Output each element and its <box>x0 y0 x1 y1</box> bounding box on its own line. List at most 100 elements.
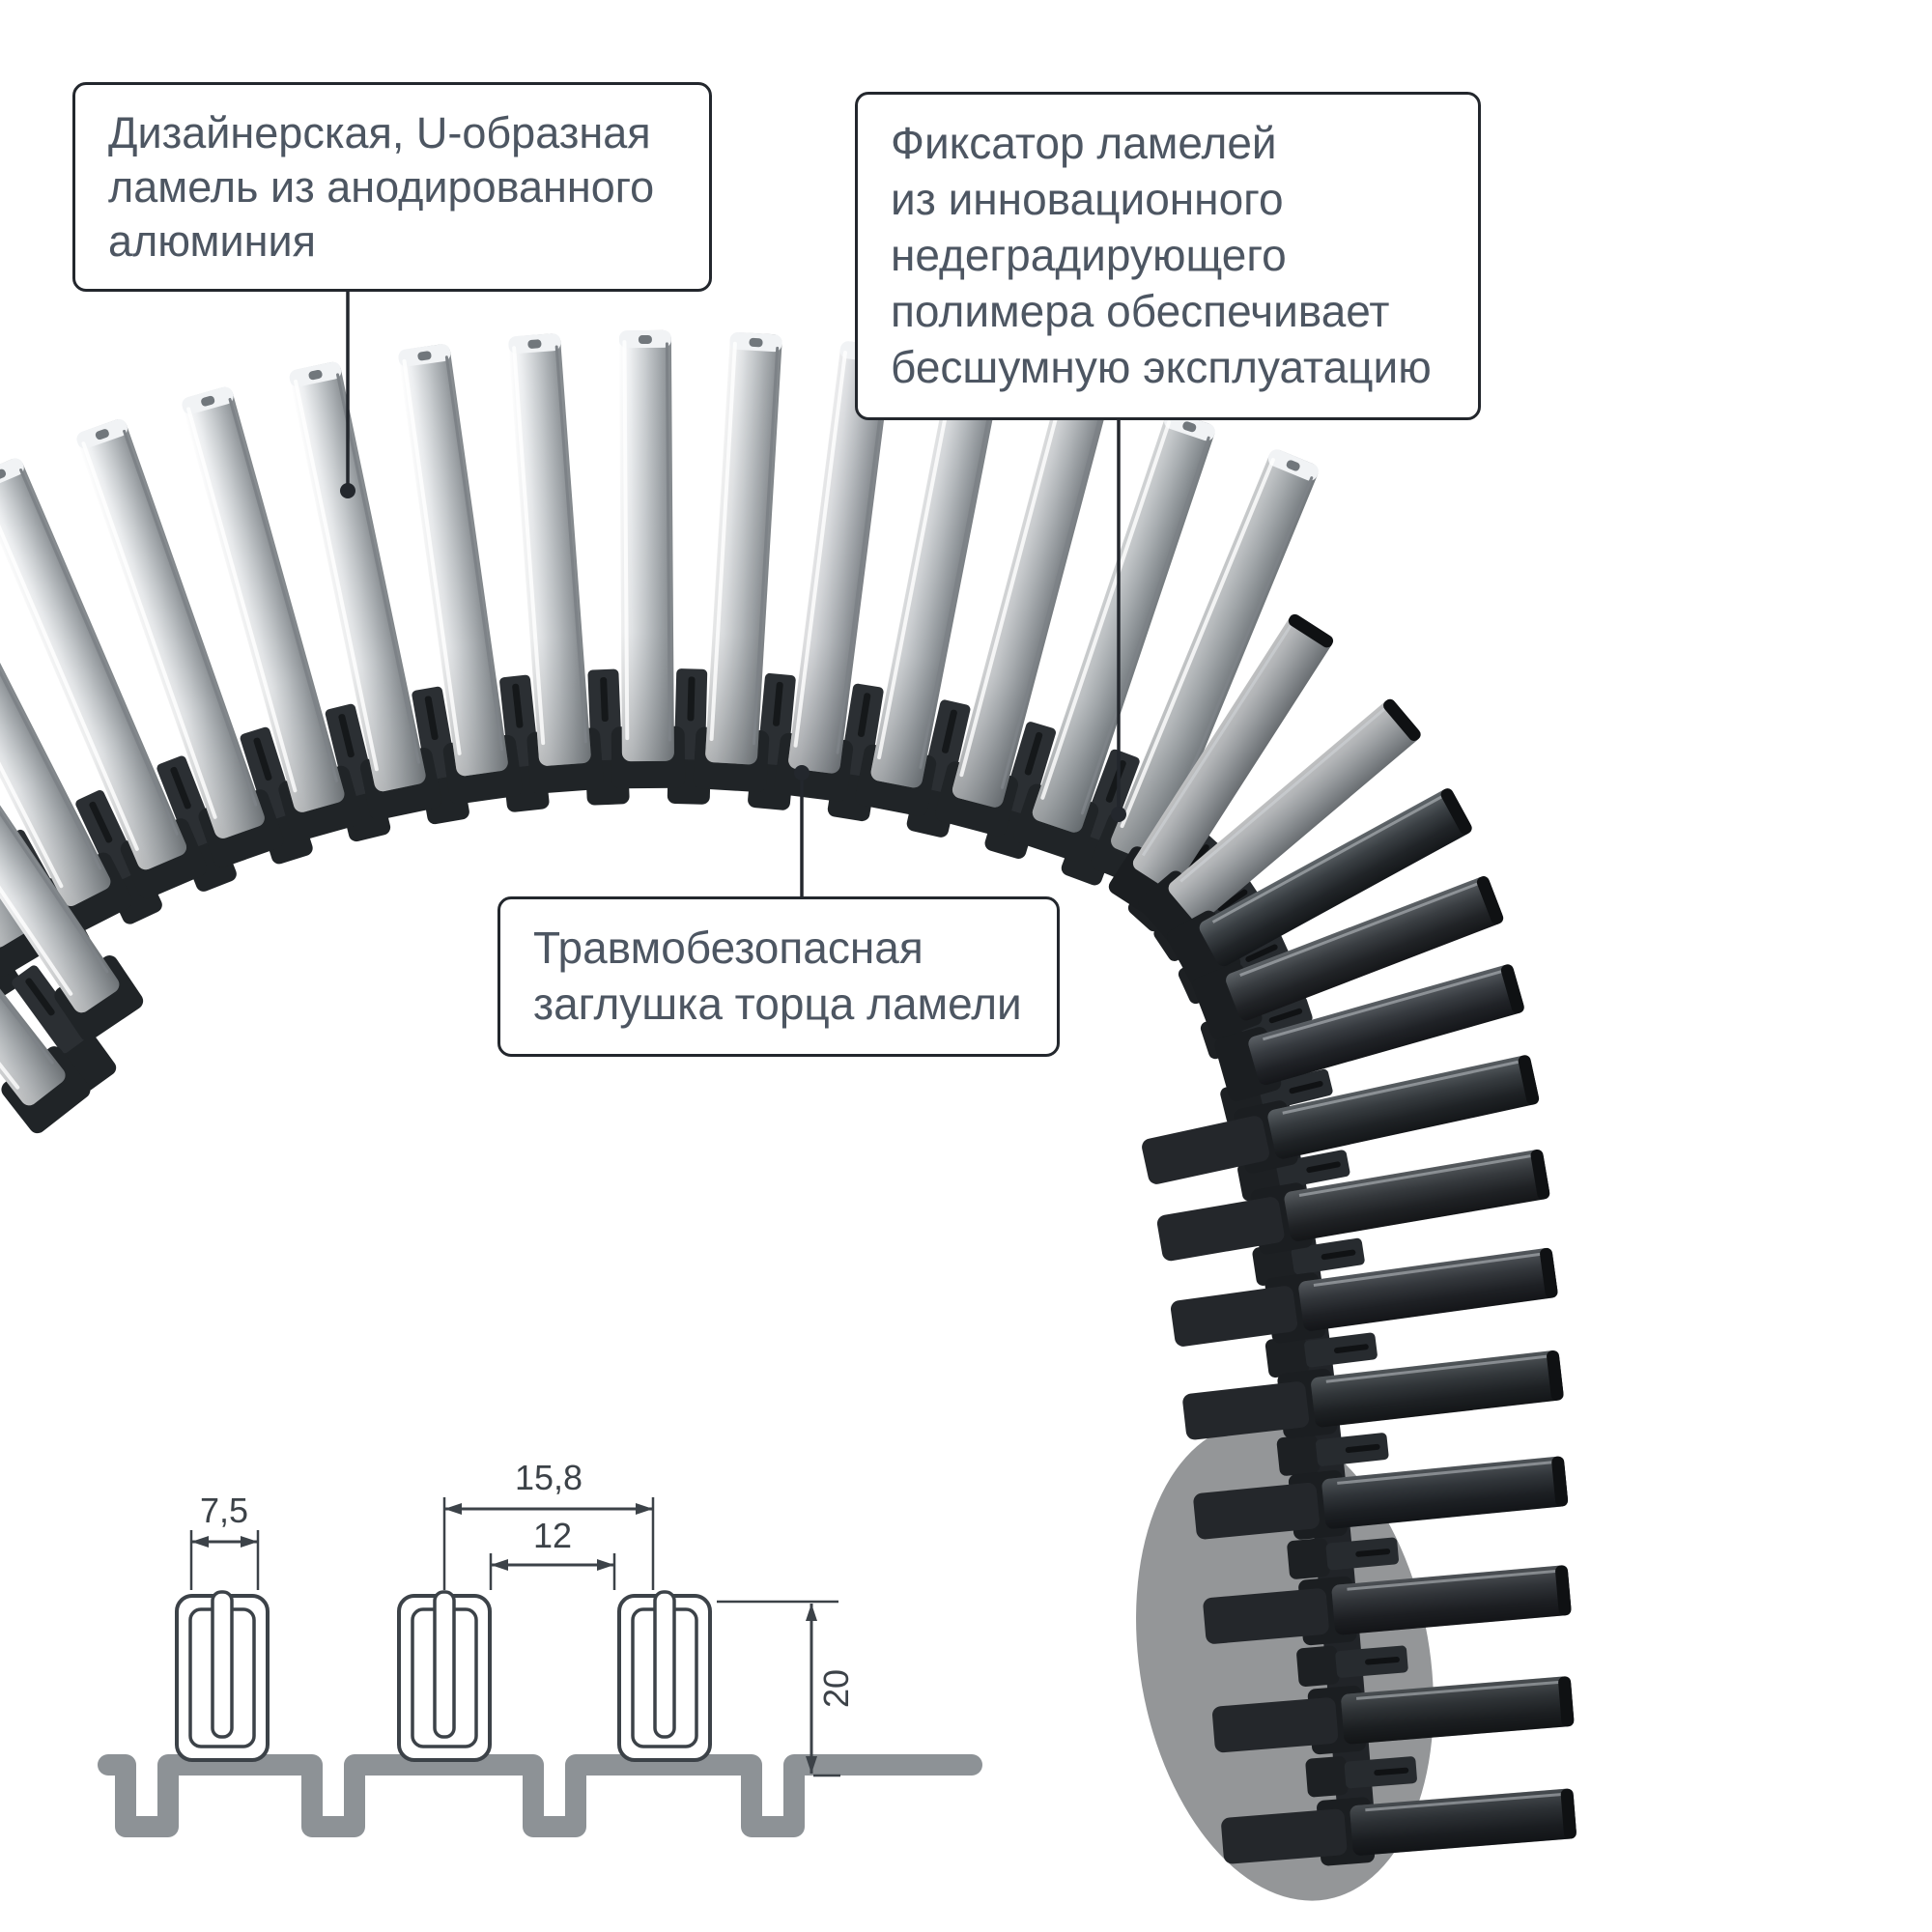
shape <box>294 379 379 772</box>
shape <box>1239 881 1481 977</box>
lamella-fixator <box>1252 1237 1365 1286</box>
shape <box>600 677 609 723</box>
shape <box>25 978 55 1016</box>
shape <box>19 469 179 836</box>
callout-lamella: Дизайнерская, U-образная ламель из аноди… <box>72 82 712 293</box>
lamella <box>0 458 208 899</box>
shape <box>1500 964 1524 1014</box>
lamella-back <box>1203 1565 1572 1646</box>
profile-slot <box>211 1590 234 1739</box>
shape <box>253 737 272 781</box>
shape <box>0 663 73 996</box>
shape <box>1560 1788 1577 1839</box>
shape <box>1248 964 1524 1086</box>
shape <box>1365 1657 1400 1665</box>
shape <box>959 389 1065 778</box>
shape <box>1182 1381 1310 1440</box>
shape <box>1203 1588 1329 1644</box>
lamella-profiles <box>175 1590 712 1762</box>
lamella-back <box>1221 1788 1577 1866</box>
shape <box>402 358 462 755</box>
shape <box>228 397 338 782</box>
shape <box>1170 1286 1298 1347</box>
shape <box>1350 1788 1577 1856</box>
shape <box>1252 1243 1297 1286</box>
shape <box>81 441 217 819</box>
shape <box>941 709 957 753</box>
shape <box>952 381 1110 808</box>
lamella-back <box>1192 876 1504 1040</box>
shape <box>1168 699 1420 923</box>
lamella <box>0 740 91 1134</box>
shape <box>398 344 508 777</box>
shape <box>1347 1569 1559 1591</box>
shape <box>170 766 191 810</box>
shape <box>1288 613 1334 648</box>
shape <box>1440 788 1472 835</box>
shape <box>1217 889 1248 912</box>
shape <box>1540 1247 1558 1298</box>
lamella-back <box>1138 698 1421 951</box>
shape <box>1267 1055 1539 1159</box>
shape <box>1211 794 1445 923</box>
shape <box>1267 1055 1539 1159</box>
shape <box>1365 1792 1564 1812</box>
shape <box>1248 964 1524 1086</box>
callout-fixator-line-3: недеградирующего <box>891 229 1287 280</box>
shape <box>1080 436 1210 815</box>
shape <box>1226 876 1503 1021</box>
shape <box>1296 1645 1340 1687</box>
shape <box>1331 1565 1572 1635</box>
shape <box>1000 403 1105 789</box>
shape <box>1530 1149 1550 1200</box>
shape <box>1282 1060 1521 1115</box>
shape <box>618 329 674 762</box>
shape <box>1476 876 1504 924</box>
shape <box>338 714 355 758</box>
lamella-fixator <box>1276 1433 1389 1476</box>
shape <box>0 514 101 870</box>
shape <box>1341 1676 1575 1745</box>
shape <box>622 340 630 741</box>
shape <box>1311 1350 1564 1428</box>
shape <box>0 749 54 1065</box>
lamella-end-slot <box>0 469 7 480</box>
shape <box>709 341 737 742</box>
shape <box>1289 1080 1323 1094</box>
lamella <box>289 361 442 820</box>
lamella-back <box>1156 1149 1550 1262</box>
shape <box>1321 1249 1356 1261</box>
shape <box>1313 1252 1544 1288</box>
shape <box>1040 420 1172 800</box>
shape <box>1111 449 1319 864</box>
leader-dot-fixator <box>1111 807 1126 822</box>
shape <box>1551 1456 1569 1507</box>
lamella <box>0 633 144 1041</box>
shape <box>512 346 546 746</box>
dimension-gap: 12 <box>533 1516 572 1555</box>
shape <box>424 696 439 741</box>
profile-slot <box>433 1590 456 1739</box>
shape <box>1264 1335 1309 1378</box>
callout-endcap: Травмобезопасная заглушка торца ламели <box>497 896 1060 1057</box>
shape <box>1024 731 1043 776</box>
shape <box>1276 1435 1321 1476</box>
lamella-end-slot <box>749 337 763 348</box>
lamella <box>398 344 523 805</box>
shape <box>336 373 420 764</box>
shape <box>1156 1197 1285 1262</box>
shape <box>788 341 893 774</box>
shape <box>1179 705 1388 883</box>
shape <box>1132 614 1333 891</box>
shape <box>1298 1248 1558 1331</box>
shape <box>554 345 587 744</box>
shape <box>1287 1538 1330 1579</box>
lamella-fixator <box>1305 1756 1417 1798</box>
callout-fixator-line-2: из инновационного <box>891 173 1284 224</box>
lamella <box>855 357 1002 816</box>
lamella <box>935 381 1110 837</box>
shape <box>1105 760 1126 803</box>
leader-dot-endcap <box>794 765 810 781</box>
callout-endcap-line-1: Травмобезопасная <box>533 923 923 973</box>
shape <box>1263 969 1505 1041</box>
